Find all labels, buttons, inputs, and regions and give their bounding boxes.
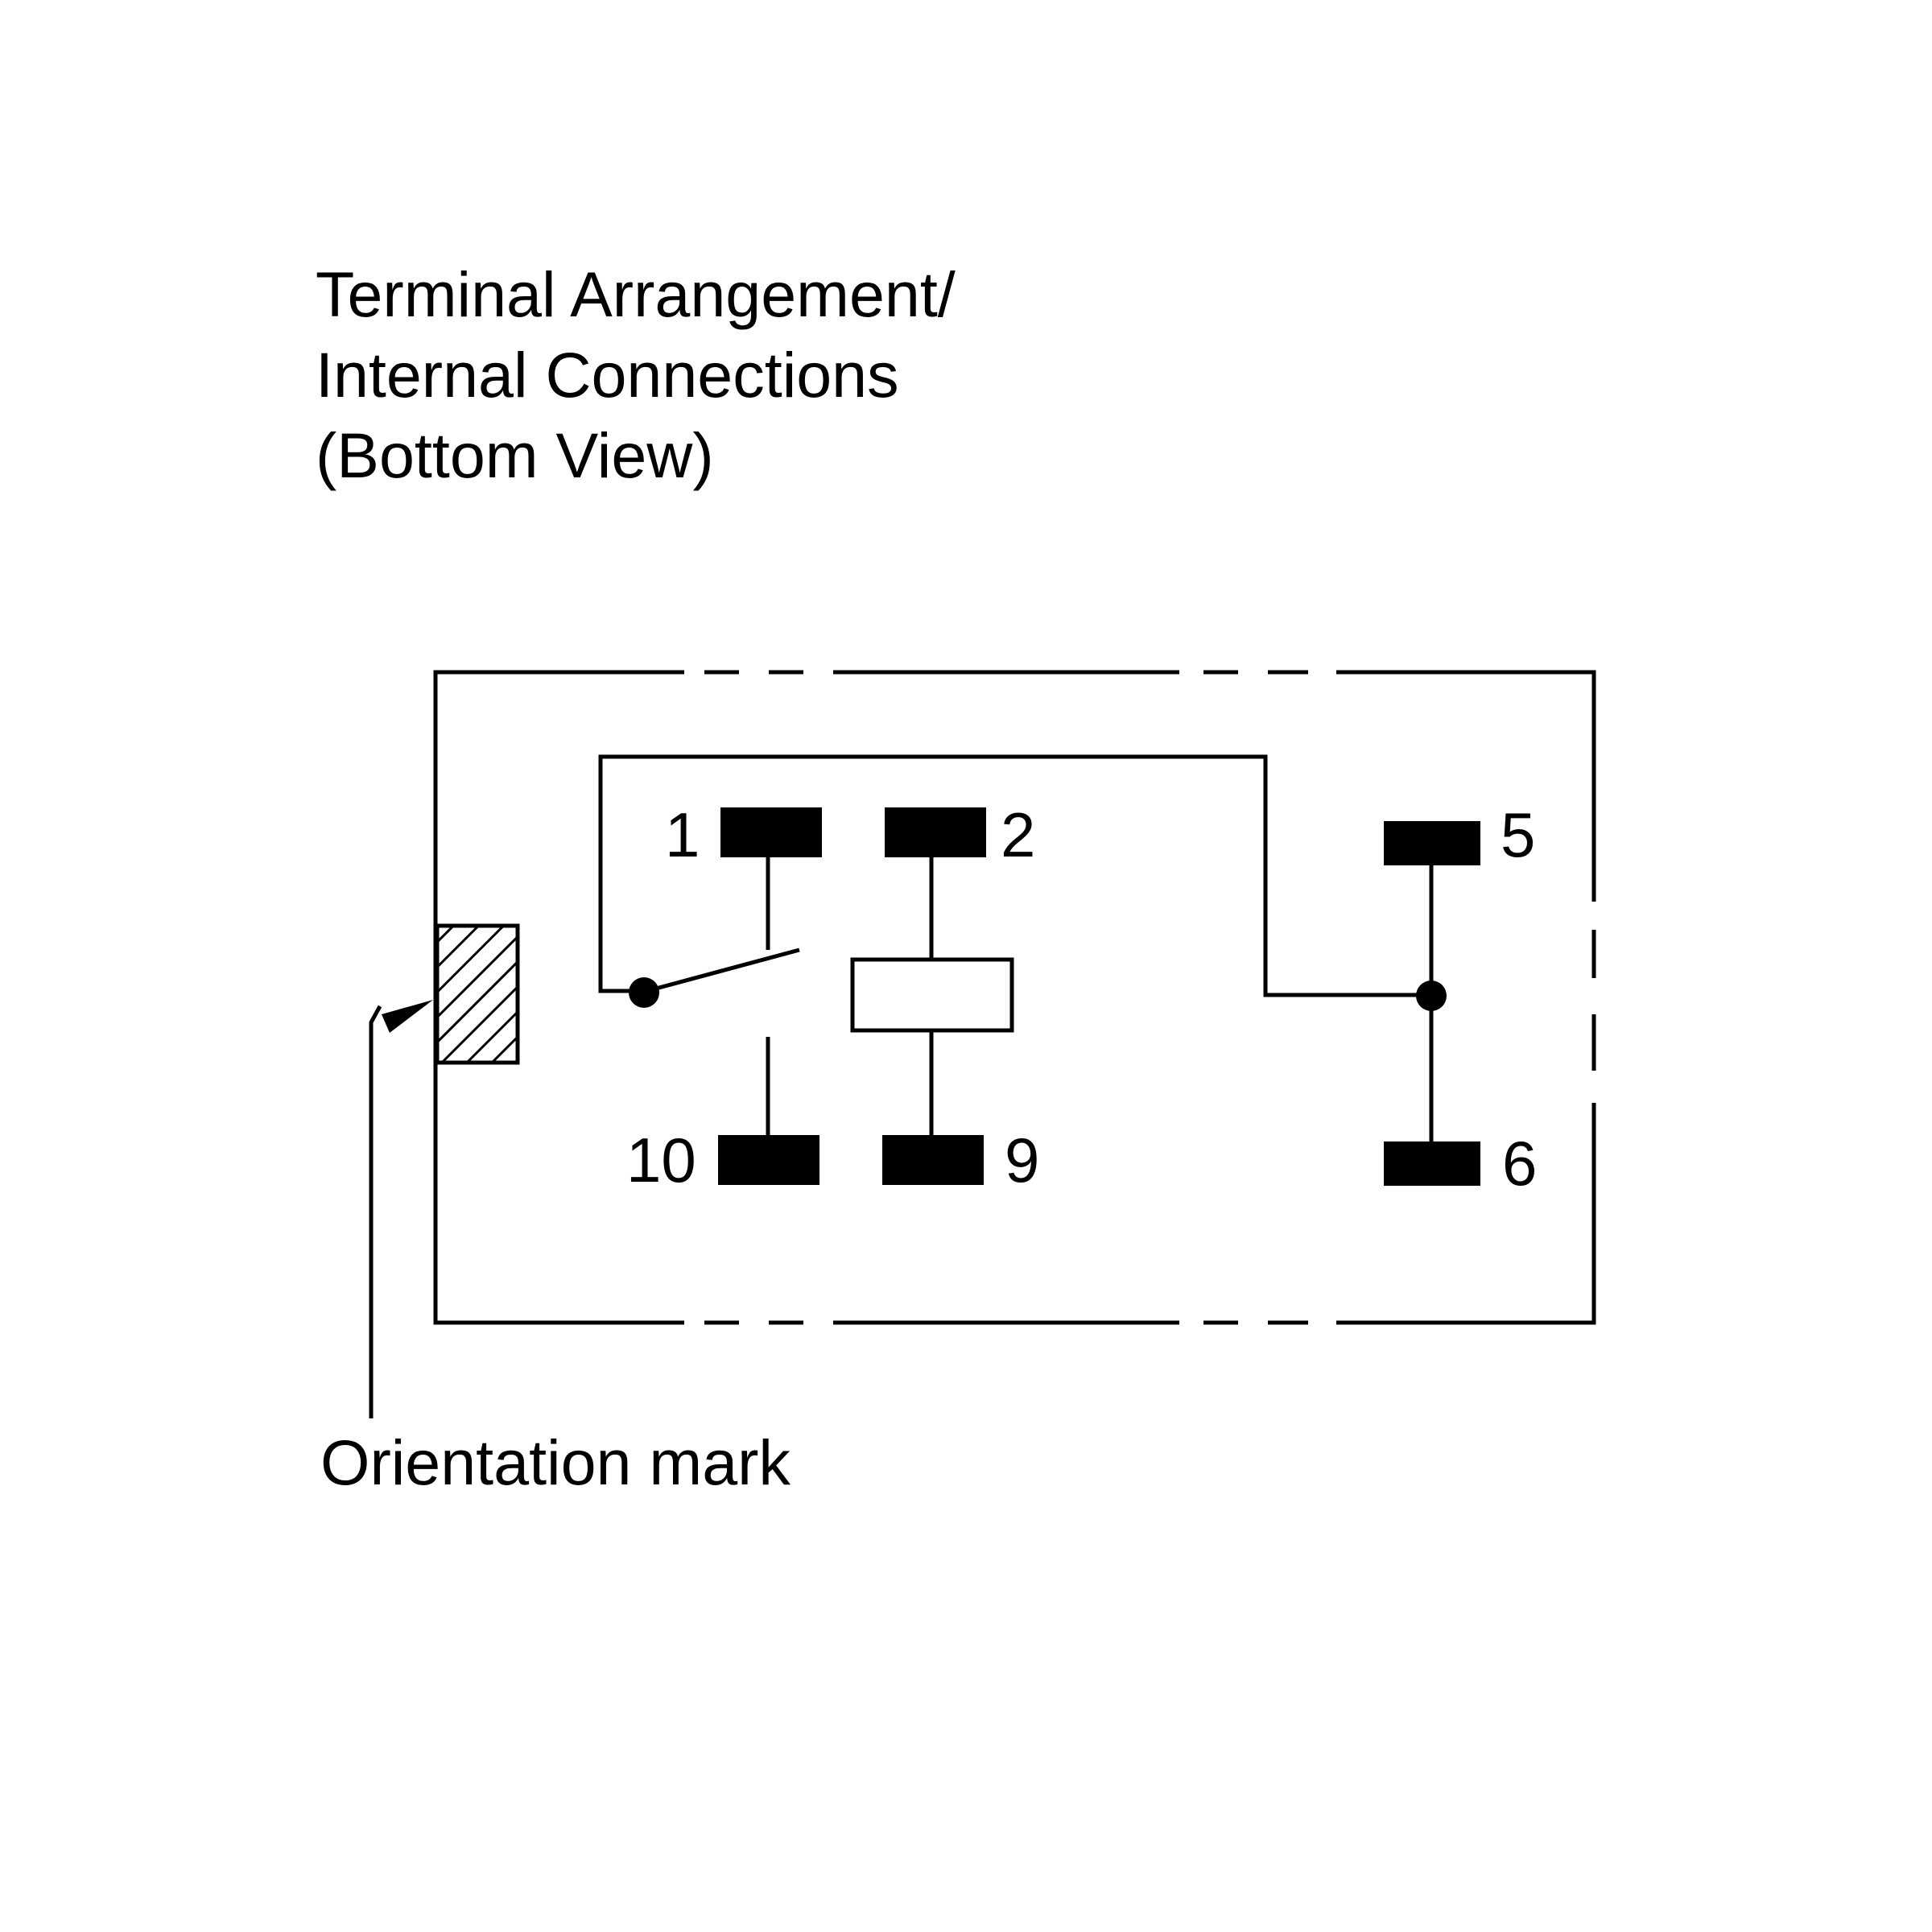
- pad-9: [882, 1135, 984, 1185]
- orientation-mark: [435, 923, 520, 1065]
- title-line-1: Terminal Arrangement/: [316, 258, 956, 330]
- diagram-title: Terminal Arrangement/ Internal Connectio…: [316, 258, 956, 491]
- pad-2: [885, 807, 986, 857]
- title-line-2: Internal Connections: [316, 339, 899, 411]
- terminal-label-2: 2: [1001, 799, 1035, 870]
- pad-10: [718, 1135, 819, 1185]
- terminal-label-10: 10: [626, 1125, 696, 1195]
- pad-6: [1384, 1141, 1480, 1186]
- common-wire: [598, 754, 1431, 997]
- outline-right-side: [1336, 670, 1596, 1325]
- pad-5: [1384, 821, 1480, 865]
- switch-arm: [643, 947, 800, 994]
- terminal-label-6: 6: [1502, 1128, 1537, 1199]
- relay-coil: [850, 957, 1014, 1033]
- terminal-labels: 1 2 5 10 9 6: [626, 799, 1537, 1199]
- internal-wiring: [598, 754, 1447, 1141]
- outline-dashes: [704, 670, 1596, 1325]
- terminal-label-5: 5: [1501, 799, 1535, 870]
- package-outline: [433, 670, 1596, 1325]
- terminal-pads: [718, 807, 1480, 1186]
- title-line-3: (Bottom View): [316, 419, 714, 491]
- terminal-label-9: 9: [1005, 1125, 1039, 1195]
- orientation-mark-label: Orientation mark: [320, 1426, 791, 1498]
- terminal-label-1: 1: [665, 799, 700, 870]
- junction-dot: [1416, 980, 1447, 1011]
- orientation-leader-arrow: [369, 1000, 433, 1418]
- switch-pivot-dot: [629, 977, 659, 1008]
- pad-1: [720, 807, 822, 857]
